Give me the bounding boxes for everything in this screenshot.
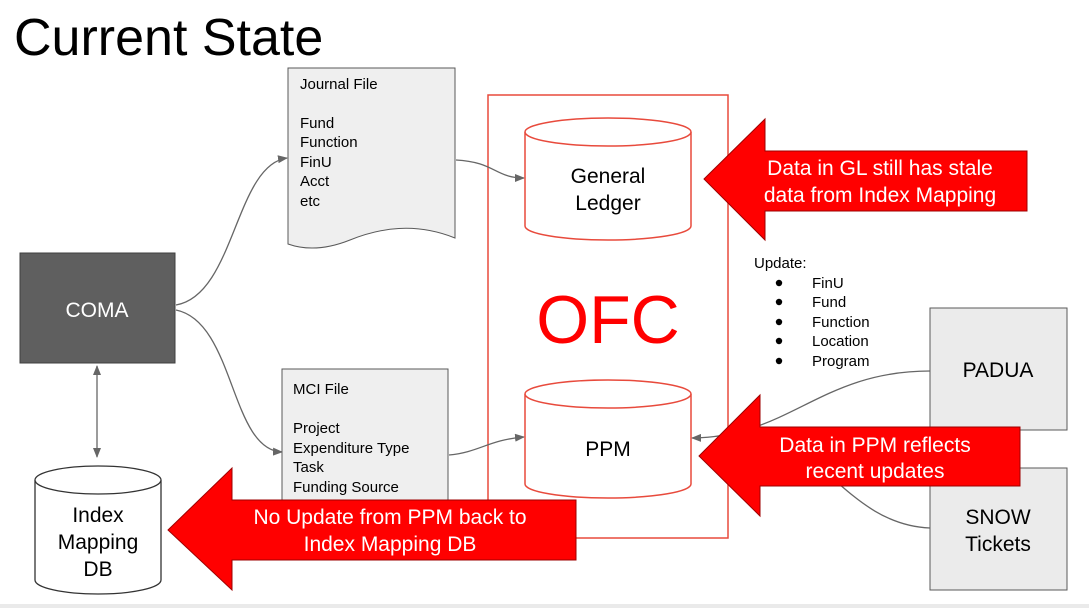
update-list-item: Location: [812, 333, 869, 350]
connector-mci-to-ppm: [448, 433, 525, 456]
snow-tickets-box: SNOW Tickets: [929, 467, 1068, 591]
coma-label: COMA: [66, 299, 129, 322]
padua-box: PADUA: [929, 307, 1068, 431]
callout-gl-line2: data from Index Mapping: [764, 184, 996, 207]
slide-bottom-bar: [0, 604, 1089, 608]
journal-field: Acct: [300, 173, 330, 190]
ppm-label: PPM: [585, 438, 631, 461]
journal-field: FinU: [300, 154, 332, 171]
callout-ppm-line2: recent updates: [806, 460, 945, 483]
journal-field: etc: [300, 193, 321, 210]
snow-label-line1: SNOW: [965, 506, 1031, 529]
update-list-item: Program: [812, 353, 870, 370]
update-list: Update: FinU Fund Function Location Prog…: [754, 255, 870, 370]
index-mapping-db-cylinder: Index Mapping DB: [34, 465, 162, 595]
update-list-item: Function: [812, 314, 870, 331]
mci-file-doc: MCI File Project Expenditure Type Task F…: [281, 368, 449, 510]
mci-field: Task: [293, 459, 324, 476]
mci-field: Funding Source: [293, 479, 399, 496]
journal-file-title: Journal File: [300, 76, 378, 93]
connector-journal-to-gl: [455, 159, 525, 182]
general-ledger-label-line2: Ledger: [575, 192, 640, 215]
callout-arrow-db: No Update from PPM back to Index Mapping…: [167, 466, 577, 592]
index-db-label-line2: Mapping: [58, 531, 139, 554]
journal-file-doc: Journal File Fund Function FinU Acct etc: [287, 67, 456, 249]
callout-db-line1: No Update from PPM back to: [253, 506, 526, 529]
update-list-item: FinU: [812, 275, 844, 292]
journal-field: Fund: [300, 115, 334, 132]
update-list-title: Update:: [754, 255, 807, 272]
mci-field: Expenditure Type: [293, 440, 409, 457]
general-ledger-label-line1: General: [571, 165, 646, 188]
coma-box: COMA: [19, 252, 176, 364]
callout-db-line2: Index Mapping DB: [304, 533, 477, 556]
callout-gl-line1: Data in GL still has stale: [767, 157, 993, 180]
mci-file-title: MCI File: [293, 381, 349, 398]
general-ledger-cylinder: General Ledger: [524, 117, 692, 241]
callout-arrow-gl: Data in GL still has stale data from Ind…: [703, 117, 1028, 242]
callout-arrow-ppm: Data in PPM reflects recent updates: [698, 393, 1021, 518]
journal-field: Function: [300, 134, 358, 151]
update-list-item: Fund: [812, 294, 846, 311]
index-db-label-line3: DB: [83, 558, 112, 581]
slide-title: Current State: [14, 9, 324, 67]
index-db-label-line1: Index: [72, 504, 124, 527]
connector-coma-to-mci: [175, 309, 283, 456]
ofc-label: OFC: [536, 282, 680, 358]
snow-label-line2: Tickets: [965, 533, 1031, 556]
ppm-cylinder: PPM: [524, 379, 692, 499]
connector-coma-to-journal: [175, 155, 288, 306]
padua-label: PADUA: [963, 359, 1034, 382]
callout-ppm-line1: Data in PPM reflects: [779, 434, 970, 457]
mci-field: Project: [293, 420, 341, 437]
